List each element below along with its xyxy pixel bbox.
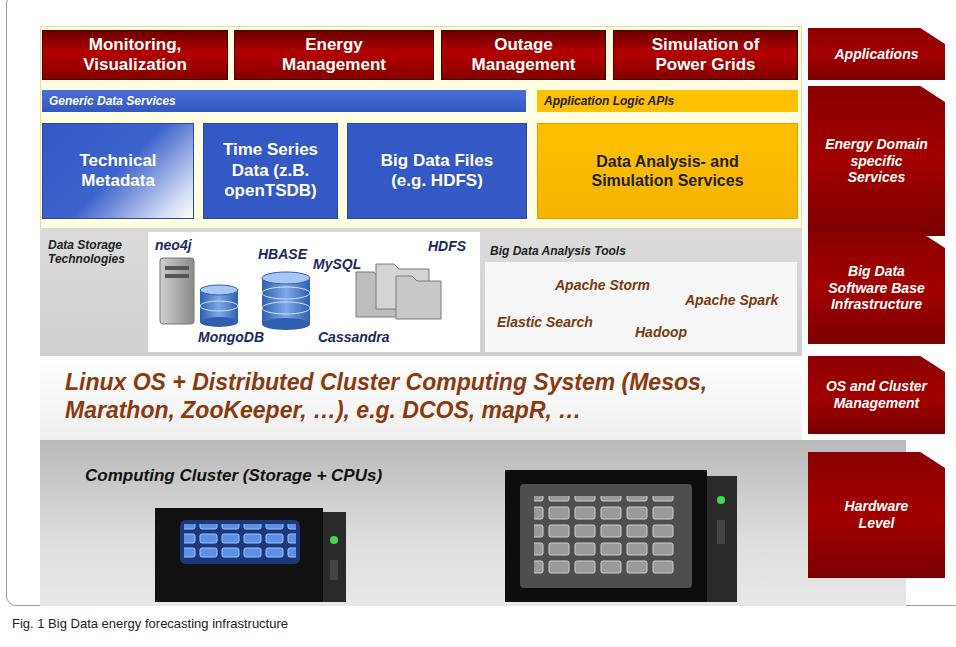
data-service-box: Time Series Data (z.B. openTSDB)	[203, 123, 338, 219]
storage-band: Data Storage Technologies neo4jHBASE MySQL…	[40, 228, 802, 356]
box-label: Generic Data Services	[49, 94, 176, 108]
item-label: Data Storage Technologies	[48, 238, 148, 266]
box-label: Simulation of Power Grids	[636, 35, 776, 74]
storage-panel: neo4jHBASE MySQL HDFS MongoDB Cassandra	[148, 232, 480, 352]
box-label: Hardware Level	[827, 498, 927, 532]
box-label: Technical Metadata	[53, 151, 183, 192]
figure-caption: Fig. 1 Big Data energy forecasting infra…	[12, 616, 288, 631]
application-box: Monitoring, Visualization	[42, 30, 228, 80]
box-label: Big Data Files (e.g. HDFS)	[362, 151, 512, 192]
item-label: MongoDB	[198, 329, 264, 345]
box-label: Energy Management	[274, 35, 394, 74]
panel-heading: Big Data Analysis Tools	[490, 244, 626, 258]
item-label: HBASE	[258, 246, 307, 262]
item-label: Cassandra	[318, 329, 390, 345]
item-label: neo4j	[155, 237, 192, 253]
application-box: Energy Management	[234, 30, 434, 80]
item-label: Computing Cluster (Storage + CPUs)	[85, 466, 382, 486]
layer-tag: OS and Cluster Management	[808, 356, 945, 434]
item-label: Elastic Search	[497, 314, 593, 330]
item-label: MySQL	[313, 256, 361, 272]
item-label: Apache Storm	[555, 277, 650, 293]
analysis-service-box: Data Analysis- and Simulation Services	[537, 123, 798, 219]
data-service-box: Technical Metadata	[42, 123, 194, 219]
tools-panel: Big Data Analysis ToolsApache StormApach…	[485, 244, 797, 352]
box-label: Application Logic APIs	[544, 94, 674, 108]
item-label: HDFS	[428, 238, 466, 254]
data-service-box: Big Data Files (e.g. HDFS)	[347, 123, 527, 219]
box-label: Applications	[834, 46, 918, 63]
box-label: Data Analysis- and Simulation Services	[563, 152, 773, 190]
hardware-band: Computing Cluster (Storage + CPUs)	[40, 440, 906, 606]
layer-tag: Big Data Software Base Infrastructure	[808, 232, 945, 344]
application-box: Outage Management	[441, 30, 606, 80]
box-label: Linux OS + Distributed Cluster Computing…	[65, 369, 782, 424]
layer-tag: Applications	[808, 28, 945, 80]
box-label: Energy Domain specific Services	[824, 136, 929, 186]
layer-tag: Hardware Level	[808, 452, 945, 578]
service-bar: Application Logic APIs	[537, 90, 798, 112]
service-bar: Generic Data Services	[42, 90, 526, 112]
layer-tag: Energy Domain specific Services	[808, 86, 945, 236]
item-label: Apache Spark	[685, 292, 778, 308]
box-label: Outage Management	[449, 35, 599, 74]
box-label: Monitoring, Visualization	[60, 35, 210, 74]
box-label: Time Series Data (z.B. openTSDB)	[208, 140, 333, 201]
application-box: Simulation of Power Grids	[613, 30, 798, 80]
os-band: Linux OS + Distributed Cluster Computing…	[40, 356, 802, 440]
item-label: Hadoop	[635, 324, 687, 340]
box-label: Big Data Software Base Infrastructure	[822, 263, 932, 313]
box-label: OS and Cluster Management	[822, 378, 932, 412]
